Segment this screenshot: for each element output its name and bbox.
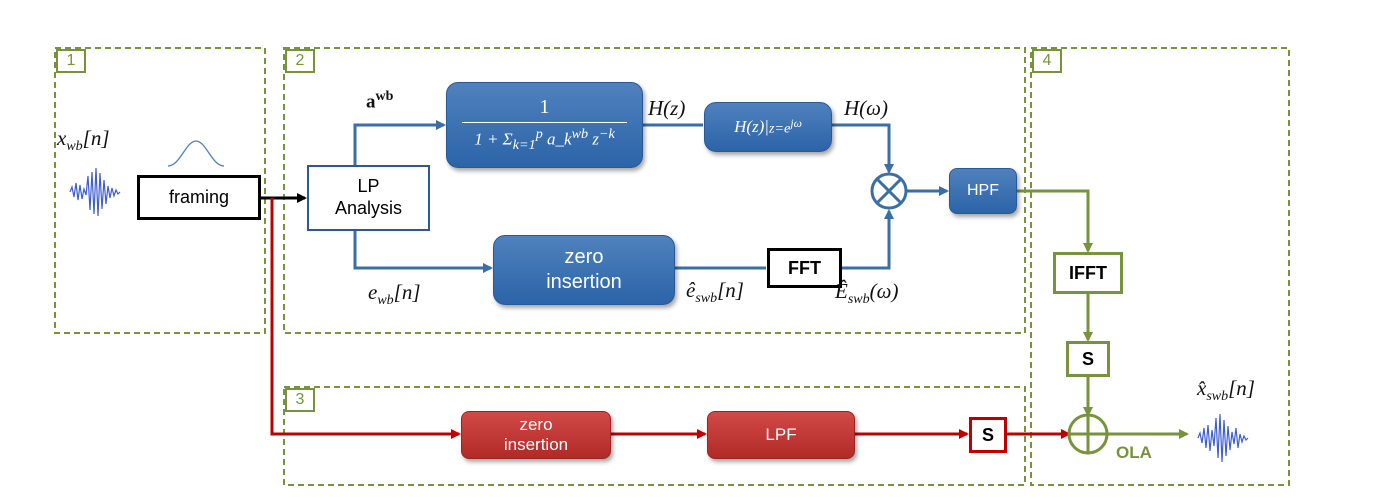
lp-analysis-line2: Analysis [334,198,403,218]
spectrum-label: Êswb(ω) [835,279,899,308]
region-number-3: 3 [285,388,315,412]
lpf-block: LPF [707,411,855,459]
ola-label: OLA [1116,443,1152,462]
synthesis-filter-numerator: 1 [539,95,550,118]
ifft-block: IFFT [1053,252,1123,294]
s-block-bottom: S [969,417,1007,453]
synthesis-filter-block: 1 1 + Σk=1p a_kwb z−k [446,82,643,168]
lp-coeffs-label: awb [366,89,394,113]
s-block-top: S [1066,341,1110,377]
window-icon [167,140,225,167]
hz-label: H(z) [648,96,686,120]
hpf-block: HPF [949,168,1017,214]
zero-insertion-line2: insertion [546,271,622,293]
synthesis-filter-denominator: 1 + Σk=1p a_kwb z−k [474,125,615,154]
homega-label: H(ω) [844,96,888,120]
region-3-border [283,386,1026,486]
freq-eval-block: H(z)|z=ejω [704,102,832,152]
zero-insertion-bottom-line2: insertion [503,435,569,454]
lp-analysis-line1: LP [357,176,380,197]
input-signal-label: xwb[n] [57,126,110,155]
sum-icon [1067,413,1109,455]
fft-block: FFT [767,248,842,288]
zero-insertion-bottom-line1: zero [519,415,553,435]
zero-insertion-block-bottom: zero insertion [461,411,611,459]
output-signal-label: x̂swb[n] [1197,376,1255,405]
waveform-icon [1197,413,1249,463]
region-number-1: 1 [56,49,86,73]
region-1-border [54,47,266,334]
region-4-border [1030,47,1290,486]
lp-analysis-block: LP Analysis [307,165,430,231]
region-number-4: 4 [1032,49,1062,73]
residual-upsampled-label: êswb[n] [686,278,744,307]
waveform-icon [69,167,121,217]
zero-insertion-block: zero insertion [493,235,675,305]
multiply-icon [870,172,908,210]
framing-block: framing [137,175,261,220]
region-number-2: 2 [285,49,315,73]
zero-insertion-line1: zero [564,246,604,268]
residual-label: ewb[n] [368,280,421,309]
